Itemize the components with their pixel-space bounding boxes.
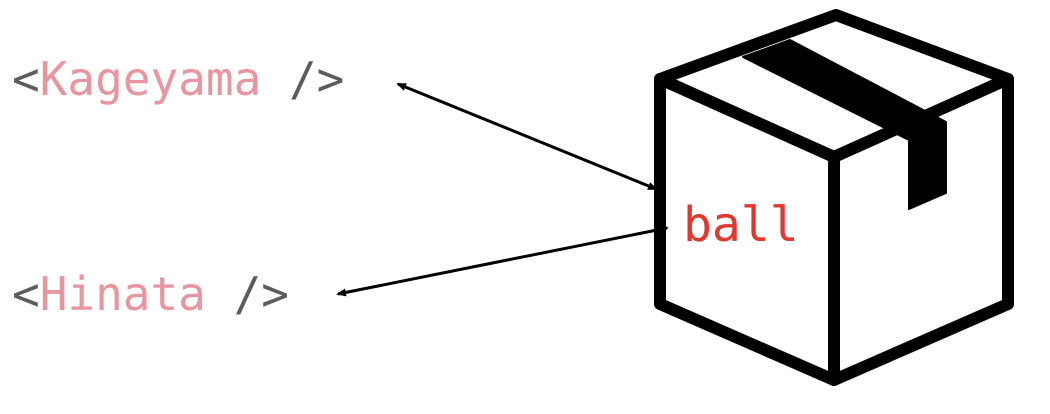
tag-open-bracket: < <box>12 267 40 321</box>
box-right-face <box>828 73 1014 386</box>
box-tape-flap <box>908 121 947 210</box>
tag-close-bracket: /> <box>261 52 345 106</box>
tag-close-bracket: /> <box>205 267 289 321</box>
box-label: ball <box>683 197 799 253</box>
tag-name-kageyama: Kageyama <box>39 52 262 106</box>
component-tag-kageyama: <Kageyama /> <box>12 56 344 102</box>
tag-open-bracket: < <box>12 52 40 106</box>
arrow-hinata-ball <box>336 225 669 297</box>
arrow-kageyama-ball <box>396 82 658 191</box>
tag-name-hinata: Hinata <box>39 267 206 321</box>
component-tag-hinata: <Hinata /> <box>12 271 289 317</box>
